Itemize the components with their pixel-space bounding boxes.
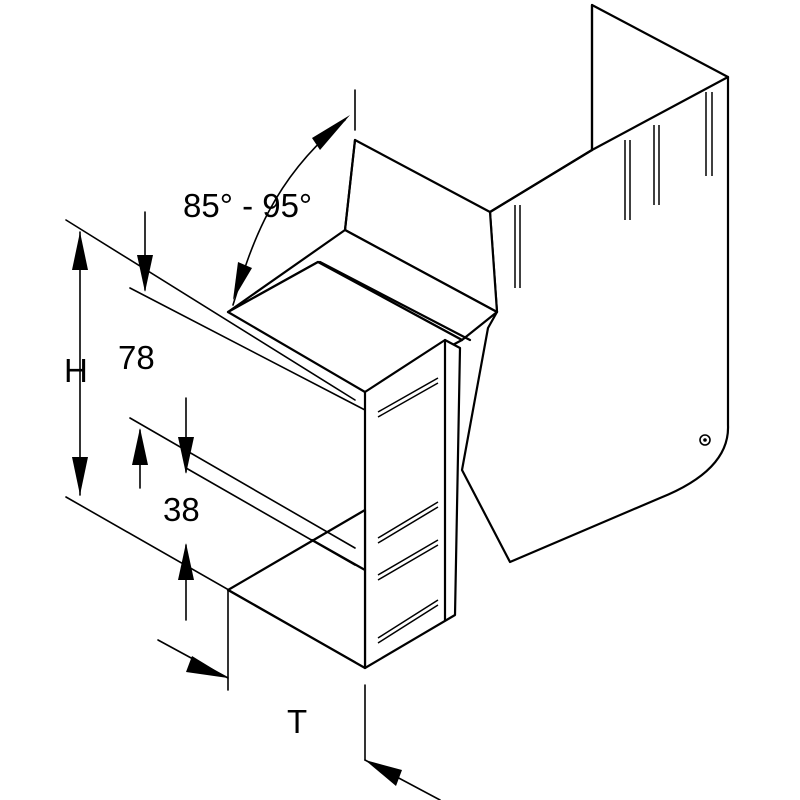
lower-flange	[226, 508, 367, 670]
flange-value-label: 38	[163, 491, 200, 528]
thickness-symbol-label: T	[287, 703, 307, 740]
height-value-label: 78	[118, 339, 155, 376]
front-plate	[363, 338, 462, 670]
height-symbol-label: H	[64, 352, 88, 389]
rivet-icon	[699, 434, 711, 446]
upper-ledge	[226, 228, 499, 394]
dimension-lines	[65, 89, 441, 800]
rear-wall	[460, 3, 730, 564]
angle-label: 85° - 95°	[183, 187, 312, 224]
